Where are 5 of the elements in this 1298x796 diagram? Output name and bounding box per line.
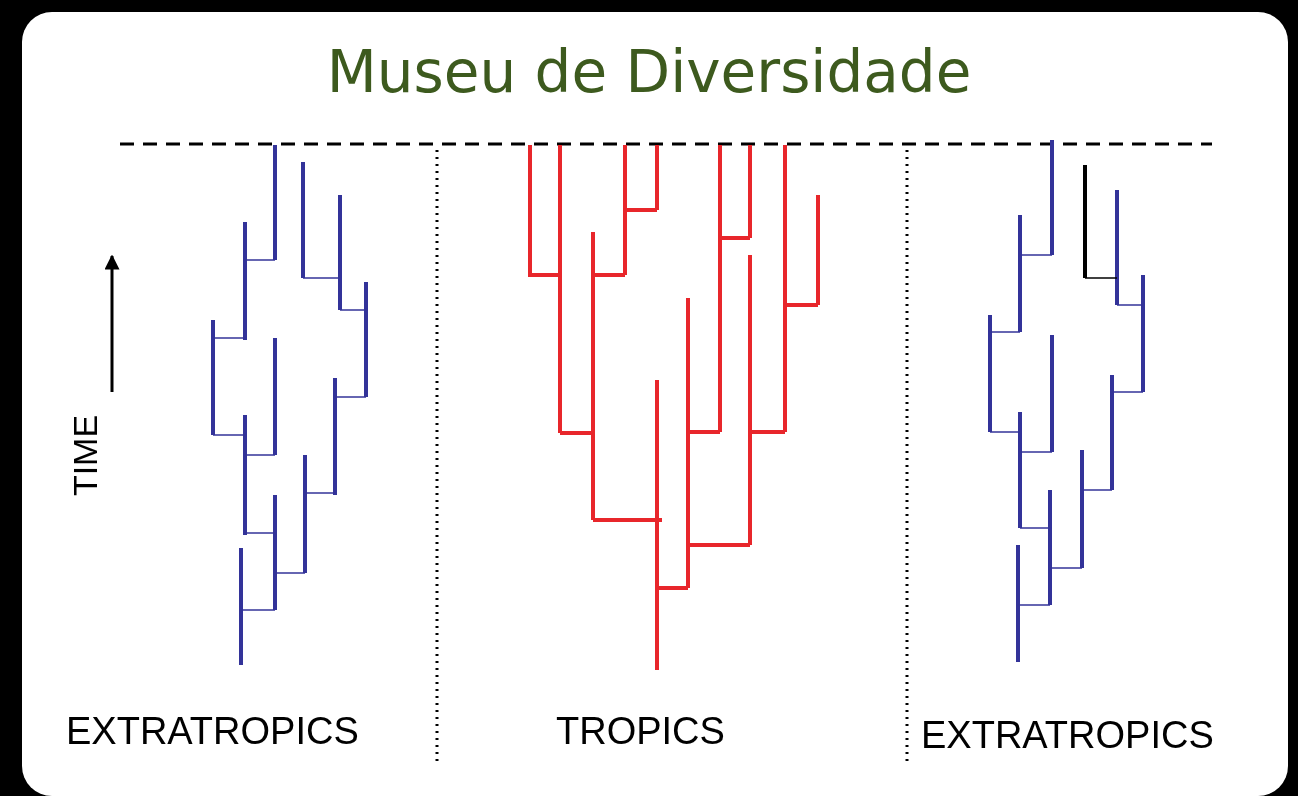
region-label: EXTRATROPICS bbox=[66, 710, 359, 753]
region-label: EXTRATROPICS bbox=[921, 714, 1214, 757]
axis-label: TIME bbox=[66, 414, 106, 497]
region-label: TROPICS bbox=[556, 710, 725, 753]
title: Museu de Diversidade bbox=[325, 38, 973, 106]
